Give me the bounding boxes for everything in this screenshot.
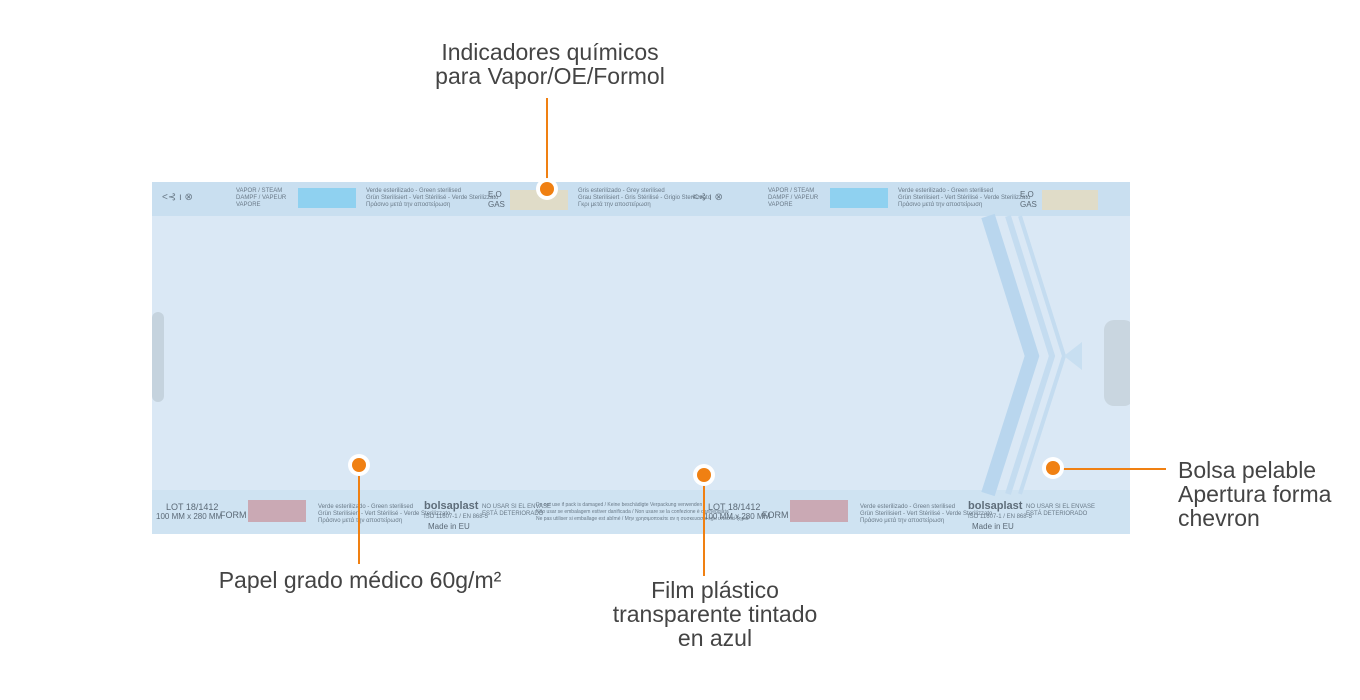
chevron-seal: [152, 213, 1130, 497]
pouch-film-area: [152, 216, 1130, 490]
bottom-lot-text: LOT 18/1412 100 MM x 280 MM: [156, 502, 223, 521]
sterilization-pouch: <⊰ ı ⊗ VAPOR / STEAM DAMPF / VAPEUR VAPO…: [152, 182, 1130, 534]
pouch-bottom-band: [152, 490, 1130, 534]
top-eo-text-2: E.O GAS: [1020, 190, 1037, 209]
callout-indicators-line1: Indicadores químicos: [441, 39, 659, 65]
top-green-text-2: Verde esterilizado - Green sterilised Gr…: [898, 188, 1031, 208]
bottom-form-text-2: FORM: [762, 510, 789, 520]
top-steam-icon: <⊰ ı ⊗: [162, 192, 193, 203]
bottom-green-text: Verde esterilizado - Green sterilised Gr…: [318, 504, 451, 524]
brand-logo-text: bolsaplast: [424, 500, 479, 512]
callout-film-line2: transparente tintado: [612, 601, 818, 627]
paper-marker: [352, 458, 366, 472]
paper-leader: [358, 468, 360, 564]
callout-film: Film plástico transparente tintado en az…: [560, 578, 870, 650]
bottom-made-text-2: Made in EU: [972, 522, 1014, 531]
callout-paper-line1: Papel grado médico 60g/m²: [218, 567, 502, 593]
bottom-warning-text-2: NO USAR SI EL ENVASE ESTÁ DETERIORADO: [1026, 504, 1096, 517]
bottom-form-text: FORM: [220, 510, 247, 520]
bottom-warning-text: NO USAR SI EL ENVASE ESTÁ DETERIORADO: [482, 504, 552, 517]
indicators-marker: [540, 182, 554, 196]
callout-pouch-line2: Apertura forma: [1178, 481, 1332, 507]
form-indicator-strip: [248, 500, 306, 522]
callout-pouch-line3: chevron: [1178, 505, 1260, 531]
bottom-made-text: Made in EU: [428, 522, 470, 531]
form-indicator-strip-2: [790, 500, 848, 522]
bottom-iso-text-2: ISO 11607-1 / EN 868-5: [968, 514, 1032, 520]
eo-indicator-strip: [510, 190, 568, 210]
top-vapor-text-2: VAPOR / STEAM DAMPF / VAPEUR VAPORE: [768, 188, 819, 208]
top-eo-text: E.O GAS: [488, 190, 505, 209]
bottom-lot-text-2: LOT 18/1412 100 MM x 280 MM: [704, 502, 771, 521]
film-marker: [697, 468, 711, 482]
top-steam-icon-2: <⊰ ı ⊗: [692, 192, 723, 203]
vapor-indicator-strip: [298, 188, 356, 208]
callout-pouch: Bolsa pelable Apertura forma chevron: [1178, 458, 1358, 530]
callout-indicators: Indicadores químicos para Vapor/OE/Formo…: [380, 40, 720, 88]
top-grey-text: Gris esterilizado - Grey sterilised Grau…: [578, 188, 712, 208]
brand-logo-text-2: bolsaplast: [968, 500, 1023, 512]
bottom-green-text-2: Verde esterilizado - Green sterilised Gr…: [860, 504, 993, 524]
top-vapor-text: VAPOR / STEAM DAMPF / VAPEUR VAPORE: [236, 188, 287, 208]
bottom-damaged-text: Do not use if pack is damaged / Keine be…: [536, 502, 749, 522]
eo-indicator-strip-2: [1042, 190, 1098, 210]
indicators-leader: [546, 98, 548, 186]
bottom-iso-text: ISO 11607-1 / EN 868-5: [424, 514, 488, 520]
vapor-indicator-strip-2: [830, 188, 888, 208]
film-leader: [703, 480, 705, 576]
pouch-leader: [1062, 468, 1166, 470]
callout-film-line3: en azul: [677, 625, 753, 651]
callout-pouch-line1: Bolsa pelable: [1178, 457, 1317, 483]
top-green-text: Verde esterilizado - Green sterilised Gr…: [366, 188, 499, 208]
callout-paper: Papel grado médico 60g/m²: [180, 568, 540, 592]
pouch-marker: [1046, 461, 1060, 475]
callout-film-line1: Film plástico: [651, 577, 779, 603]
callout-indicators-line2: para Vapor/OE/Formol: [435, 63, 665, 89]
